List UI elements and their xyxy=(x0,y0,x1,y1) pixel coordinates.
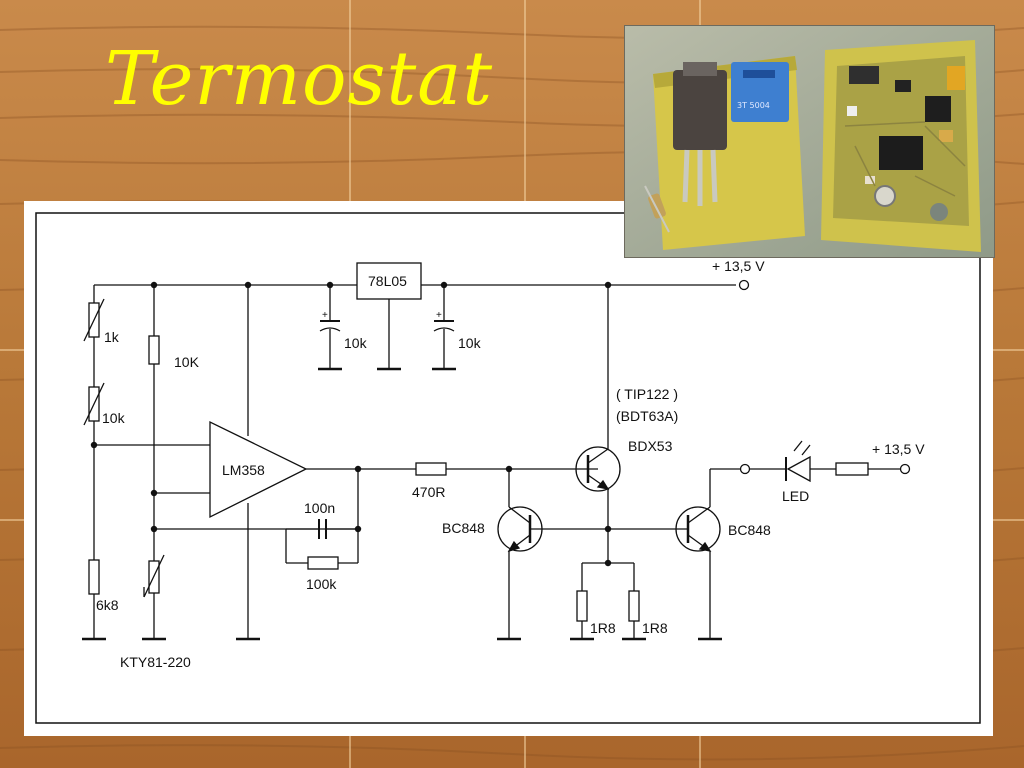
label-regulator: 78L05 xyxy=(368,273,407,289)
label-res-feedback: 100k xyxy=(306,576,337,592)
svg-text:3T 5004: 3T 5004 xyxy=(737,101,770,110)
label-c1: 10k xyxy=(344,335,368,351)
label-res-base: 470R xyxy=(412,484,445,500)
label-supply2: + 13,5 V xyxy=(872,441,925,457)
svg-text:+: + xyxy=(436,310,442,321)
label-r2: 10k xyxy=(102,410,126,426)
label-transistor-q3: BC848 xyxy=(728,522,771,538)
label-transistor-alt2: (BDT63A) xyxy=(616,408,678,424)
label-shunt1: 1R8 xyxy=(590,620,616,636)
circuit-schematic: + + 1k 10k 6k8 10K KTY81-220 LM358 78L05… xyxy=(35,212,981,724)
label-transistor-power: BDX53 xyxy=(628,438,673,454)
label-led: LED xyxy=(782,488,809,504)
label-transistor-q2: BC848 xyxy=(442,520,485,536)
label-opamp: LM358 xyxy=(222,462,265,478)
schematic-frame xyxy=(35,212,981,724)
label-transistor-alt1: ( TIP122 ) xyxy=(616,386,678,402)
label-r1: 1k xyxy=(104,329,120,345)
label-r4: 10K xyxy=(174,354,200,370)
svg-text:+: + xyxy=(322,310,328,321)
label-sensor: KTY81-220 xyxy=(120,654,191,670)
label-supply1: + 13,5 V xyxy=(712,258,765,274)
label-cap-feedback: 100n xyxy=(304,500,335,516)
slide-title: Termostat xyxy=(105,36,494,122)
label-c2: 10k xyxy=(458,335,482,351)
label-shunt2: 1R8 xyxy=(642,620,668,636)
schematic-card: + + 1k 10k 6k8 10K KTY81-220 LM358 78L05… xyxy=(24,201,993,736)
circuit-board-photo: 3T 5004 xyxy=(624,25,995,258)
label-r3: 6k8 xyxy=(96,597,119,613)
